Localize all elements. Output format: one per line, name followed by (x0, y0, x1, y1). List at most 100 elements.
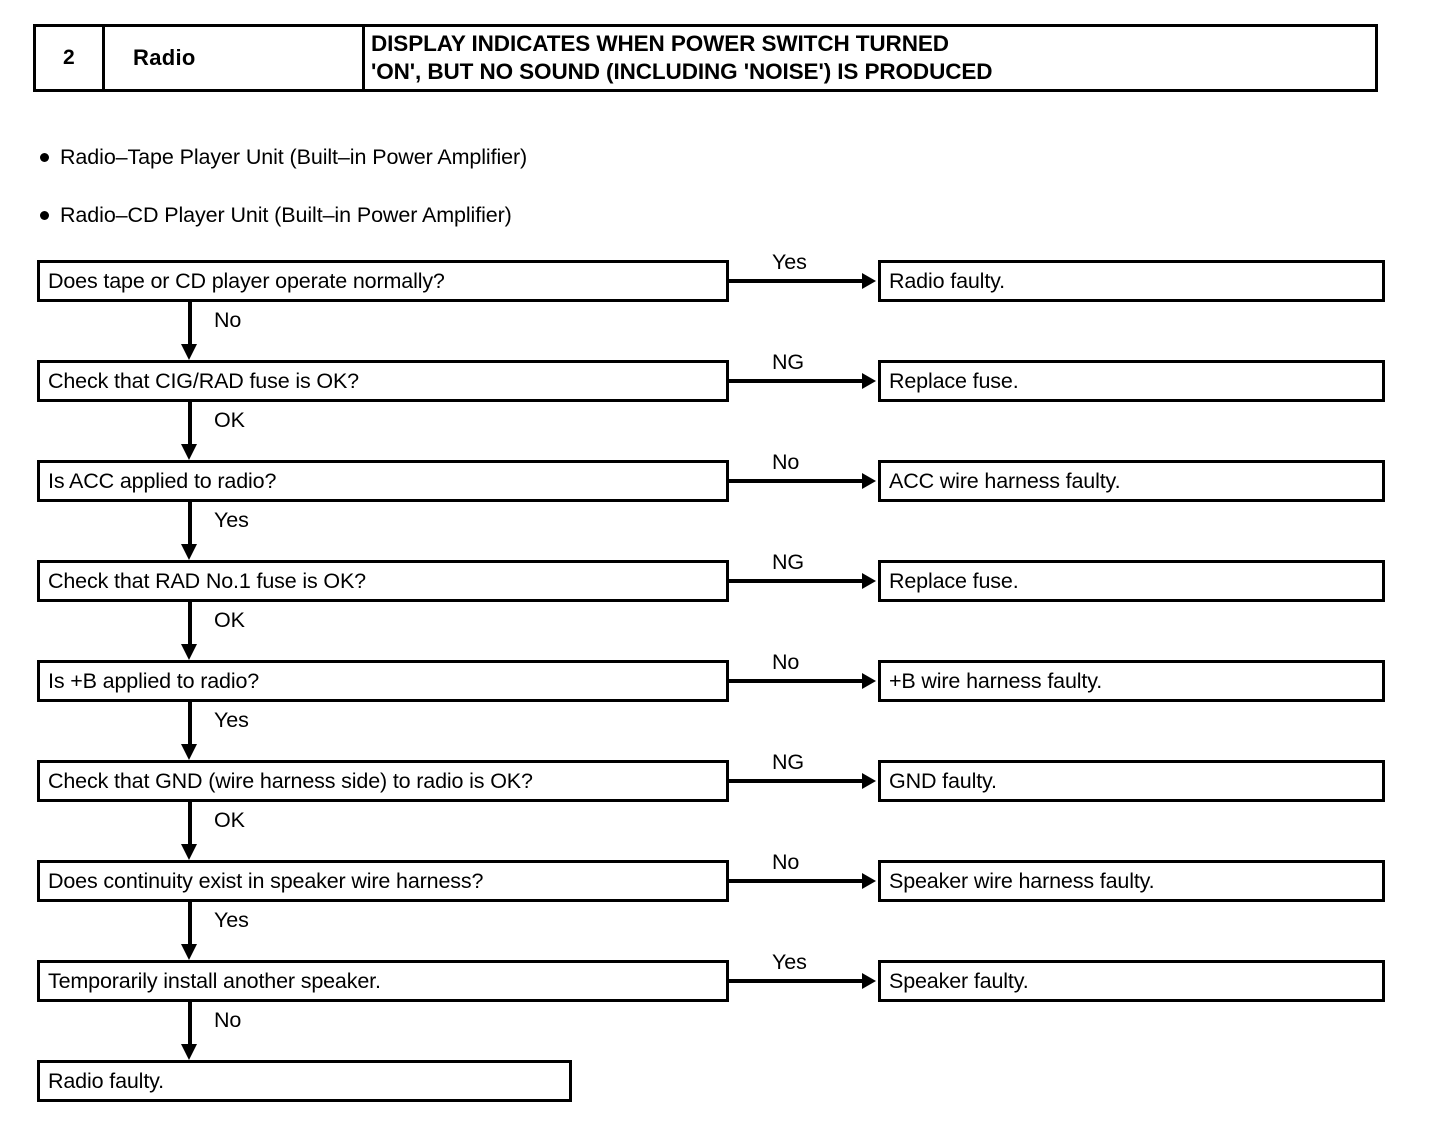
flow-next-arrowhead-4 (181, 644, 197, 660)
flow-next-connector-1 (188, 302, 192, 346)
flow-next-arrowhead-8 (181, 1044, 197, 1060)
flow-next-label-8: No (214, 1008, 241, 1033)
flow-branch-label-7-label: No (772, 850, 800, 874)
flow-next-label-7-label: Yes (214, 908, 249, 932)
flow-final-box: Radio faulty. (37, 1060, 572, 1102)
flow-result-box-1: Radio faulty. (878, 260, 1385, 302)
flow-branch-label-2-label: NG (772, 350, 805, 374)
flow-branch-connector-6 (729, 779, 864, 783)
flow-result-box-3-label: ACC wire harness faulty. (889, 468, 1121, 493)
header-item-number: 2 (36, 27, 105, 89)
flow-next-connector-4 (188, 602, 192, 646)
flow-branch-arrowhead-3 (862, 473, 876, 489)
flow-question-box-5-label: Is +B applied to radio? (48, 668, 260, 693)
flow-result-box-8-label: Speaker faulty. (889, 968, 1029, 993)
flow-branch-label-8: Yes (772, 950, 807, 975)
flow-question-box-3: Is ACC applied to radio? (37, 460, 729, 502)
flow-next-label-6-label: OK (214, 808, 245, 832)
flow-next-label-1: No (214, 308, 241, 333)
flow-result-box-2: Replace fuse. (878, 360, 1385, 402)
flow-branch-label-4: NG (772, 550, 804, 575)
flow-next-connector-8 (188, 1002, 192, 1046)
flow-next-connector-6 (188, 802, 192, 846)
symptom-header-table: 2 Radio DISPLAY INDICATES WHEN POWER SWI… (33, 24, 1378, 92)
flow-next-label-1-label: No (214, 308, 242, 332)
flow-question-box-6: Check that GND (wire harness side) to ra… (37, 760, 729, 802)
flow-next-arrowhead-7 (181, 944, 197, 960)
flow-result-box-3: ACC wire harness faulty. (878, 460, 1385, 502)
flow-branch-connector-3 (729, 479, 864, 483)
flow-branch-label-5-label: No (772, 650, 800, 674)
flow-branch-label-4-label: NG (772, 550, 805, 574)
flow-question-box-6-label: Check that GND (wire harness side) to ra… (48, 768, 533, 793)
flow-result-box-7: Speaker wire harness faulty. (878, 860, 1385, 902)
flow-question-box-7: Does continuity exist in speaker wire ha… (37, 860, 729, 902)
flow-question-box-8: Temporarily install another speaker. (37, 960, 729, 1002)
flow-branch-arrowhead-2 (862, 373, 876, 389)
header-component-name: Radio (105, 27, 365, 89)
flow-branch-arrowhead-1 (862, 273, 876, 289)
flow-next-arrowhead-1 (181, 344, 197, 360)
flow-branch-label-7: No (772, 850, 799, 875)
flow-result-box-8: Speaker faulty. (878, 960, 1385, 1002)
flow-branch-arrowhead-8 (862, 973, 876, 989)
flow-result-box-6: GND faulty. (878, 760, 1385, 802)
note-label: Radio–CD Player Unit (Built–in Power Amp… (60, 203, 512, 227)
flow-branch-label-3-label: No (772, 450, 800, 474)
flow-branch-arrowhead-5 (862, 673, 876, 689)
flow-next-arrowhead-6 (181, 844, 197, 860)
flow-next-connector-2 (188, 402, 192, 446)
flow-branch-label-6: NG (772, 750, 804, 775)
flow-result-box-2-label: Replace fuse. (889, 368, 1019, 393)
flow-branch-arrowhead-7 (862, 873, 876, 889)
flow-branch-label-2: NG (772, 350, 804, 375)
flow-result-box-7-label: Speaker wire harness faulty. (889, 868, 1155, 893)
flow-next-label-3-label: Yes (214, 508, 249, 532)
flow-next-label-8-label: No (214, 1008, 242, 1032)
header-symptom-description: DISPLAY INDICATES WHEN POWER SWITCH TURN… (365, 27, 1375, 89)
flow-branch-connector-5 (729, 679, 864, 683)
flow-branch-label-5: No (772, 650, 799, 675)
note-label: Radio–Tape Player Unit (Built–in Power A… (60, 145, 528, 169)
flow-next-label-7: Yes (214, 908, 249, 933)
flow-branch-connector-8 (729, 979, 864, 983)
flow-question-box-7-label: Does continuity exist in speaker wire ha… (48, 868, 484, 893)
flow-question-box-3-label: Is ACC applied to radio? (48, 468, 277, 493)
flow-branch-connector-1 (729, 279, 864, 283)
flow-next-connector-5 (188, 702, 192, 746)
flow-branch-arrowhead-6 (862, 773, 876, 789)
flow-next-label-5-label: Yes (214, 708, 249, 732)
flow-question-box-1-label: Does tape or CD player operate normally? (48, 268, 445, 293)
flow-branch-connector-2 (729, 379, 864, 383)
flow-final-box-label: Radio faulty. (48, 1068, 164, 1093)
flow-result-box-6-label: GND faulty. (889, 768, 997, 793)
flow-branch-label-1-label: Yes (772, 250, 807, 274)
flow-branch-label-8-label: Yes (772, 950, 807, 974)
flow-next-connector-3 (188, 502, 192, 546)
flow-next-label-3: Yes (214, 508, 249, 533)
flow-branch-connector-4 (729, 579, 864, 583)
flow-next-arrowhead-5 (181, 744, 197, 760)
flow-next-label-5: Yes (214, 708, 249, 733)
flow-question-box-8-label: Temporarily install another speaker. (48, 968, 381, 993)
flow-question-box-5: Is +B applied to radio? (37, 660, 729, 702)
flow-result-box-4-label: Replace fuse. (889, 568, 1019, 593)
flow-question-box-4: Check that RAD No.1 fuse is OK? (37, 560, 729, 602)
flow-next-label-4-label: OK (214, 608, 245, 632)
flow-branch-connector-7 (729, 879, 864, 883)
flow-branch-label-6-label: NG (772, 750, 805, 774)
bullet-dot-icon (40, 211, 49, 220)
bullet-dot-icon (40, 153, 49, 162)
flow-next-connector-7 (188, 902, 192, 946)
flow-branch-arrowhead-4 (862, 573, 876, 589)
flow-result-box-1-label: Radio faulty. (889, 268, 1005, 293)
flow-branch-label-1: Yes (772, 250, 807, 275)
flow-question-box-4-label: Check that RAD No.1 fuse is OK? (48, 568, 366, 593)
flow-result-box-5-label: +B wire harness faulty. (889, 668, 1103, 693)
flow-question-box-2-label: Check that CIG/RAD fuse is OK? (48, 368, 359, 393)
note-radio-cd-player: Radio–CD Player Unit (Built–in Power Amp… (40, 203, 512, 228)
note-radio-tape-player: Radio–Tape Player Unit (Built–in Power A… (40, 145, 527, 170)
flow-next-label-4: OK (214, 608, 245, 633)
flow-next-arrowhead-3 (181, 544, 197, 560)
